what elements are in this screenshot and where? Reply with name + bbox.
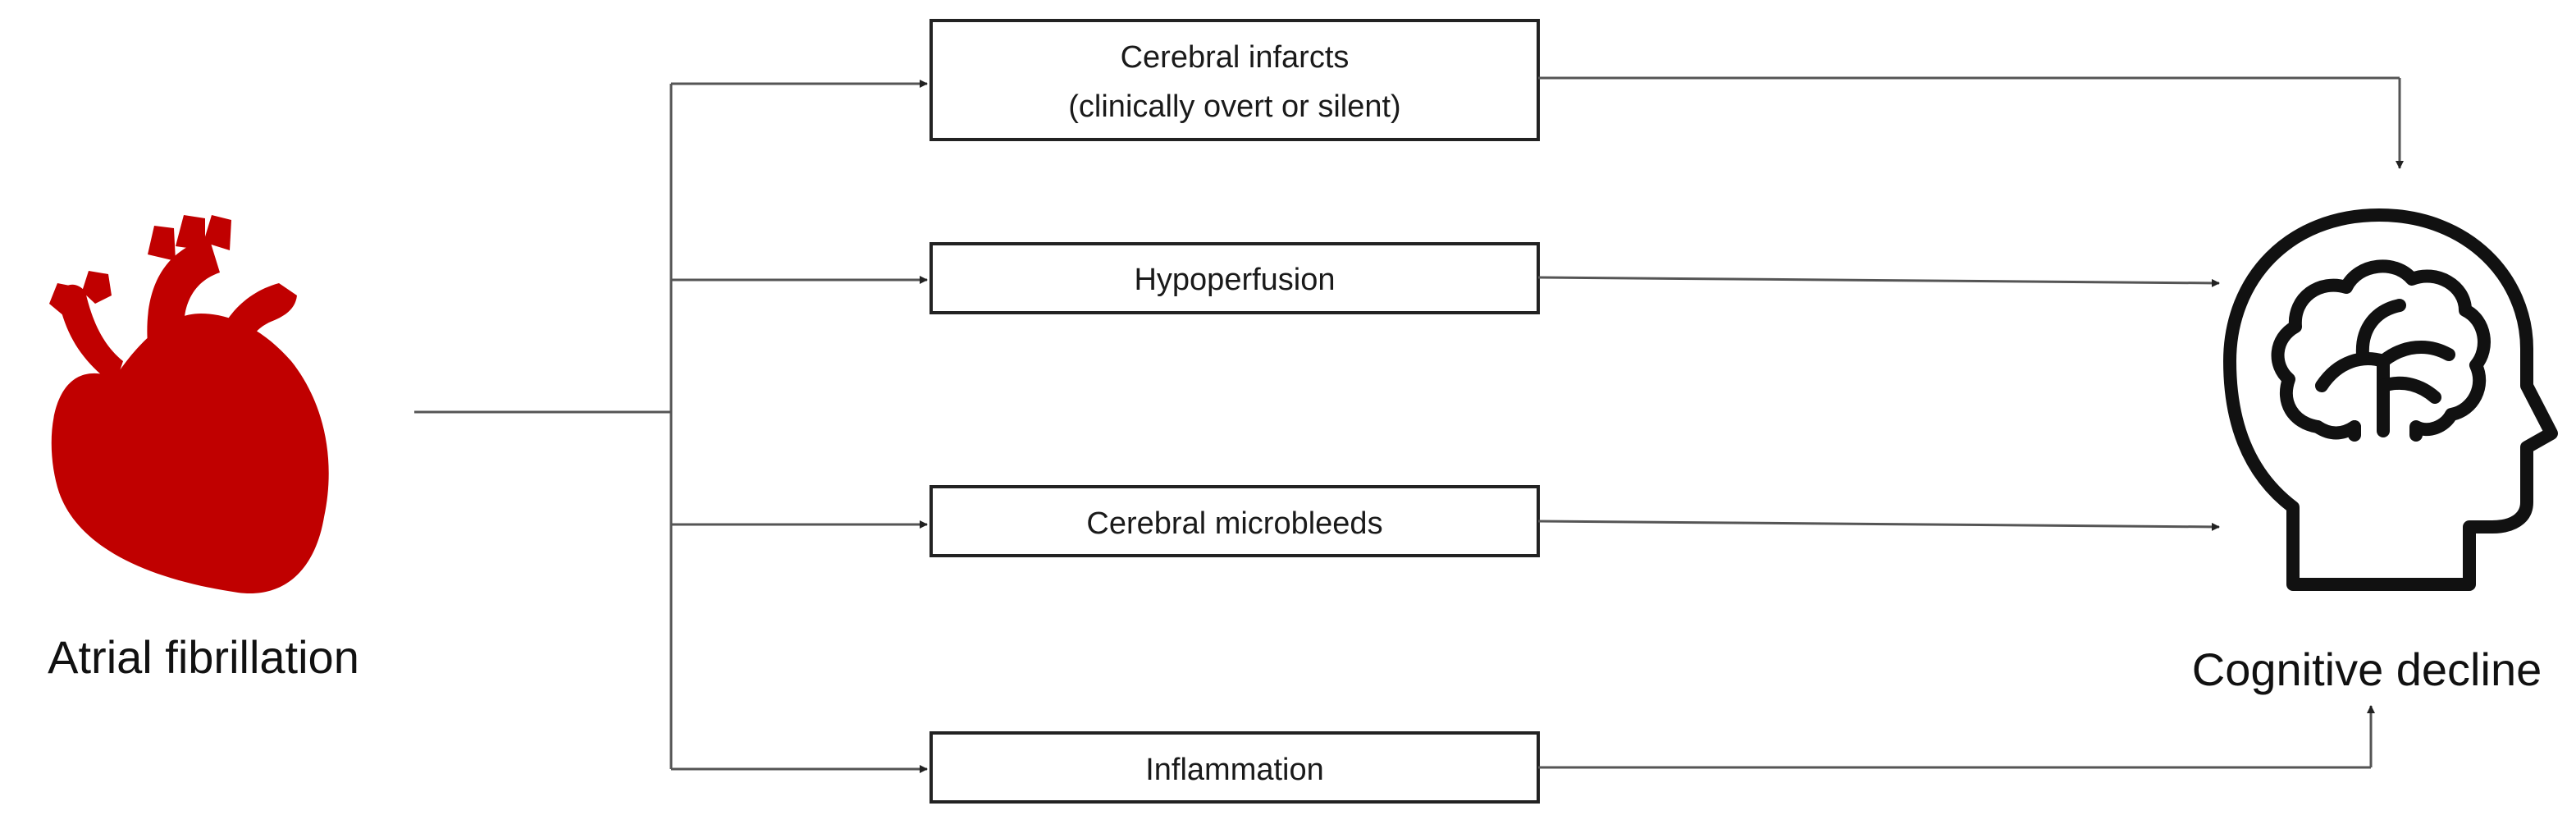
mechanism-box-cerebral-infarcts: Cerebral infarcts (clinically overt or s… [929, 19, 1540, 141]
mechanism-box-inflammation: Inflammation [929, 731, 1540, 804]
mechanism-label-line: (clinically overt or silent) [1068, 89, 1400, 124]
source-label: Atrial fibrillation [48, 631, 359, 683]
heart-icon [49, 215, 329, 594]
mechanism-box-cerebral-microbleeds: Cerebral microbleeds [929, 485, 1540, 557]
outcome-label: Cognitive decline [2192, 643, 2542, 695]
mechanism-box-hypoperfusion: Hypoperfusion [929, 242, 1540, 314]
mechanism-label-line: Cerebral microbleeds [1086, 506, 1382, 541]
source-connectors [414, 80, 928, 773]
outcome-connectors [1537, 76, 2404, 769]
mechanism-label-line: Inflammation [1145, 753, 1324, 787]
head-brain-icon [2223, 208, 2558, 591]
mechanism-label-line: Hypoperfusion [1134, 263, 1335, 297]
mechanism-label-line: Cerebral infarcts [1121, 40, 1350, 75]
